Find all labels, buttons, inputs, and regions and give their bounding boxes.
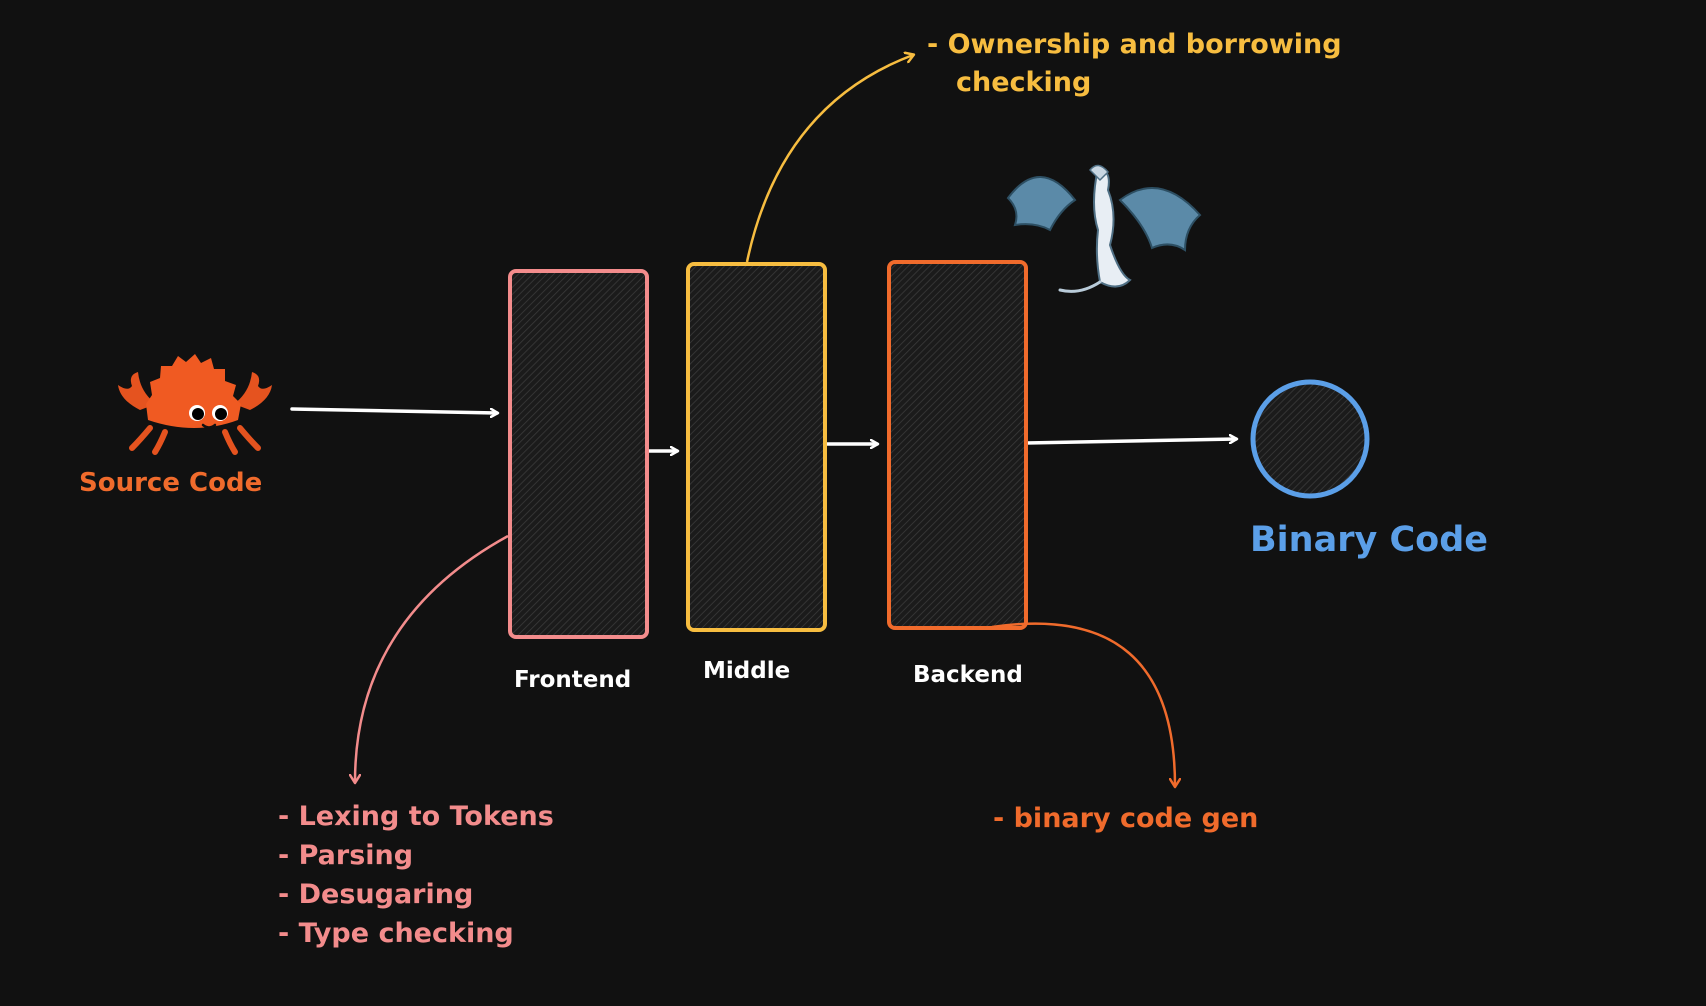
binary-code-label: Binary Code [1250,520,1488,560]
middle-annotation: - Ownership and borrowing checking [927,26,1342,102]
frontend-annotation-line: - Desugaring [278,879,474,910]
llvm-dragon-icon [1006,164,1202,293]
frontend-annotation-connector [355,534,509,782]
binary-code-circle [1250,379,1370,499]
frontend-annotation: - Lexing to Tokens - Parsing - Desugarin… [278,797,554,953]
backend-label: Backend [913,662,1023,688]
middle-annotation-line: - Ownership and borrowing [927,29,1342,60]
ferris-crab-icon [118,354,272,455]
source-code-label: Source Code [79,468,263,498]
arrow-source-to-frontend [290,407,497,413]
frontend-annotation-line: - Lexing to Tokens [278,801,554,832]
middle-annotation-line: checking [956,67,1092,98]
arrow-backend-to-binary [1024,439,1236,445]
backend-annotation-connector [991,622,1175,786]
frontend-label: Frontend [514,667,632,693]
middle-annotation-connector [745,55,913,263]
frontend-box [508,269,649,639]
frontend-annotation-line: - Type checking [278,918,514,949]
backend-box [887,260,1028,630]
backend-annotation: - binary code gen [993,803,1259,834]
middle-box [686,262,827,632]
frontend-annotation-line: - Parsing [278,840,414,871]
middle-label: Middle [703,658,791,684]
